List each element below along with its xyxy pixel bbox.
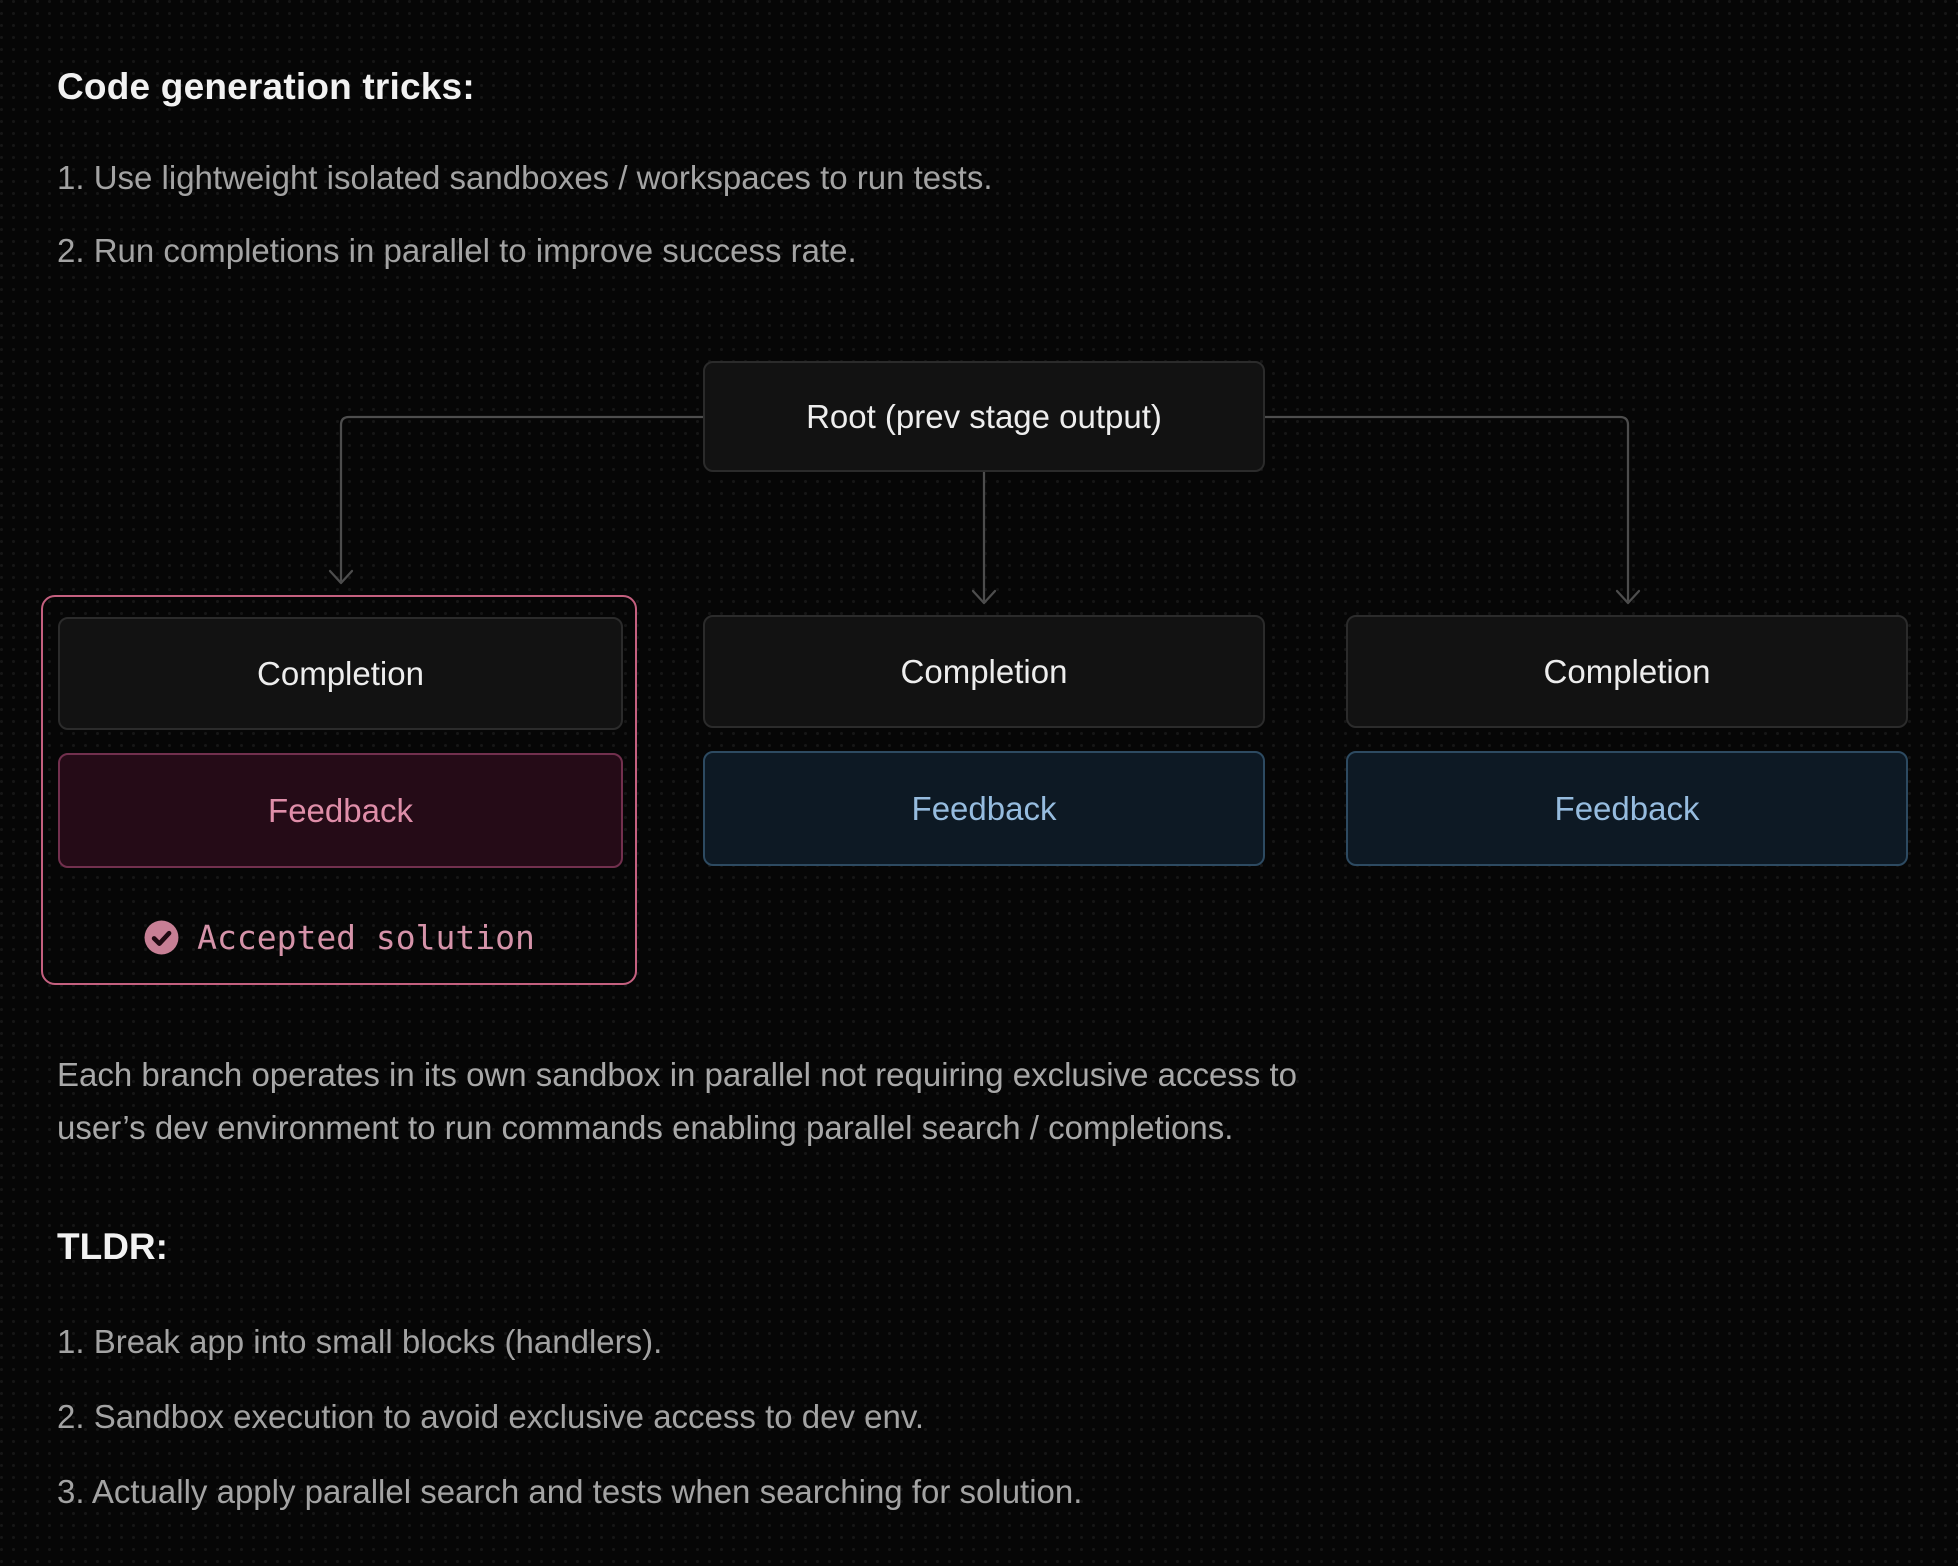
tldr-list-item-2: 2. Sandbox execution to avoid exclusive …: [57, 1398, 925, 1435]
feedback-node: Feedback: [58, 753, 623, 868]
feedback-node: Feedback: [1346, 751, 1908, 866]
branch-accepted: Completion Feedback Accepted solution: [41, 595, 637, 985]
completion-node: Completion: [703, 615, 1265, 728]
completion-label: Completion: [1543, 652, 1711, 690]
paragraph-line-2: user’s dev environment to run commands e…: [57, 1109, 1234, 1146]
completion-node: Completion: [58, 617, 623, 730]
arrow-down-icon: [971, 589, 997, 605]
connector-right: [1263, 415, 1630, 602]
root-node: Root (prev stage output): [703, 361, 1265, 472]
intro-list-item-1: 1. Use lightweight isolated sandboxes / …: [57, 159, 993, 196]
page-title: Code generation tricks:: [57, 66, 475, 107]
completion-node: Completion: [1346, 615, 1908, 728]
root-node-label: Root (prev stage output): [806, 397, 1162, 435]
check-circle-icon: [144, 920, 179, 954]
paragraph-line-1: Each branch operates in its own sandbox …: [57, 1056, 1298, 1093]
intro-list-item-2: 2. Run completions in parallel to improv…: [57, 232, 857, 269]
accepted-solution-label: Accepted solution: [197, 917, 535, 957]
feedback-node: Feedback: [703, 751, 1265, 866]
connector-left: [339, 415, 705, 582]
accepted-solution-badge: Accepted solution: [43, 909, 635, 965]
feedback-label: Feedback: [911, 789, 1057, 827]
tldr-title: TLDR:: [57, 1226, 168, 1267]
tldr-list-item-1: 1. Break app into small blocks (handlers…: [57, 1323, 663, 1360]
tldr-list: 1. Break app into small blocks (handlers…: [57, 1323, 1082, 1510]
arrow-down-icon: [328, 569, 354, 585]
explanation-paragraph: Each branch operates in its own sandbox …: [57, 1048, 1297, 1154]
connector-lines: [328, 415, 1641, 605]
branching-diagram: Root (prev stage output) Completion Feed…: [0, 280, 1958, 1030]
feedback-label: Feedback: [268, 791, 413, 829]
feedback-label: Feedback: [1554, 789, 1700, 827]
intro-list: 1. Use lightweight isolated sandboxes / …: [57, 159, 993, 269]
completion-label: Completion: [900, 652, 1068, 690]
completion-label: Completion: [257, 654, 424, 692]
arrow-down-icon: [1615, 589, 1641, 605]
tldr-list-item-3: 3. Actually apply parallel search and te…: [57, 1473, 1083, 1510]
